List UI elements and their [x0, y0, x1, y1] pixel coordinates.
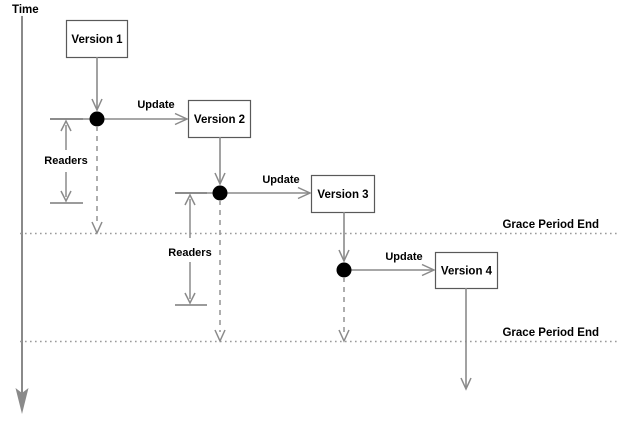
version-1-label: Version 1 — [71, 34, 123, 46]
update-3-arrowhead — [421, 263, 436, 277]
update-3-label: Update — [385, 251, 422, 263]
version-3-box[interactable] — [310, 174, 376, 214]
update-edge-3: Update — [344, 251, 436, 277]
readers-bracket-2-up-arrowhead — [184, 193, 196, 206]
time-axis-label: Time — [12, 4, 39, 16]
update-2-arrowhead — [297, 186, 312, 200]
version-3-to-update-arrow — [338, 212, 350, 263]
version-4-label: Version 4 — [441, 266, 493, 278]
reader-lifetime-1 — [91, 126, 103, 235]
version-1-down-arrowhead — [91, 98, 103, 112]
readers-bracket-1-down-arrowhead — [60, 190, 72, 203]
version-2-box[interactable] — [187, 99, 252, 139]
update-1-label: Update — [137, 99, 174, 111]
update-point-3[interactable] — [336, 262, 352, 278]
version-3-node[interactable]: Version 3 — [310, 174, 376, 214]
readers-bracket-1-up-arrowhead — [60, 119, 72, 132]
version-2-label: Version 2 — [194, 114, 245, 126]
grace-period-label-2: Grace Period End — [502, 327, 599, 339]
update-2-label: Update — [262, 174, 299, 186]
version-4-node[interactable]: Version 4 — [434, 251, 499, 290]
update-edge-2: Update — [175, 174, 312, 200]
version-4-continuation-arrow — [460, 288, 472, 391]
update-edge-1: Update — [50, 99, 189, 126]
version-2-down-arrowhead — [214, 172, 226, 186]
version-3-down-arrowhead — [338, 249, 350, 263]
version-4-box[interactable] — [434, 251, 499, 290]
readers-bracket-1: Readers — [44, 118, 88, 204]
version-1-to-update-arrow — [91, 57, 103, 112]
grace-period-label-1: Grace Period End — [502, 219, 599, 231]
version-1-node[interactable]: Version 1 — [65, 19, 129, 59]
readers-bracket-1-label: Readers — [44, 155, 87, 167]
version-3-label: Version 3 — [317, 189, 368, 201]
version-4-down-arrowhead — [460, 377, 472, 391]
version-2-node[interactable]: Version 2 — [187, 99, 252, 139]
time-axis — [15, 16, 29, 414]
update-1-arrowhead — [174, 112, 189, 126]
reader-lifetime-2 — [214, 200, 226, 343]
time-axis-arrowhead — [15, 388, 29, 414]
readers-bracket-2: Readers — [168, 192, 212, 306]
version-1-box[interactable] — [65, 19, 129, 59]
readers-bracket-2-down-arrowhead — [184, 292, 196, 305]
update-point-1[interactable] — [89, 111, 105, 127]
reader-lifetime-3 — [338, 277, 350, 343]
reader-lifetime-3-arrowhead — [338, 329, 350, 343]
grace-period-end-1: Grace Period End — [20, 219, 617, 235]
grace-period-end-2: Grace Period End — [20, 327, 617, 343]
readers-bracket-2-label: Readers — [168, 247, 211, 259]
reader-lifetime-1-arrowhead — [91, 221, 103, 235]
update-point-2[interactable] — [212, 185, 228, 201]
reader-lifetime-2-arrowhead — [214, 329, 226, 343]
version-2-to-update-arrow — [214, 137, 226, 186]
